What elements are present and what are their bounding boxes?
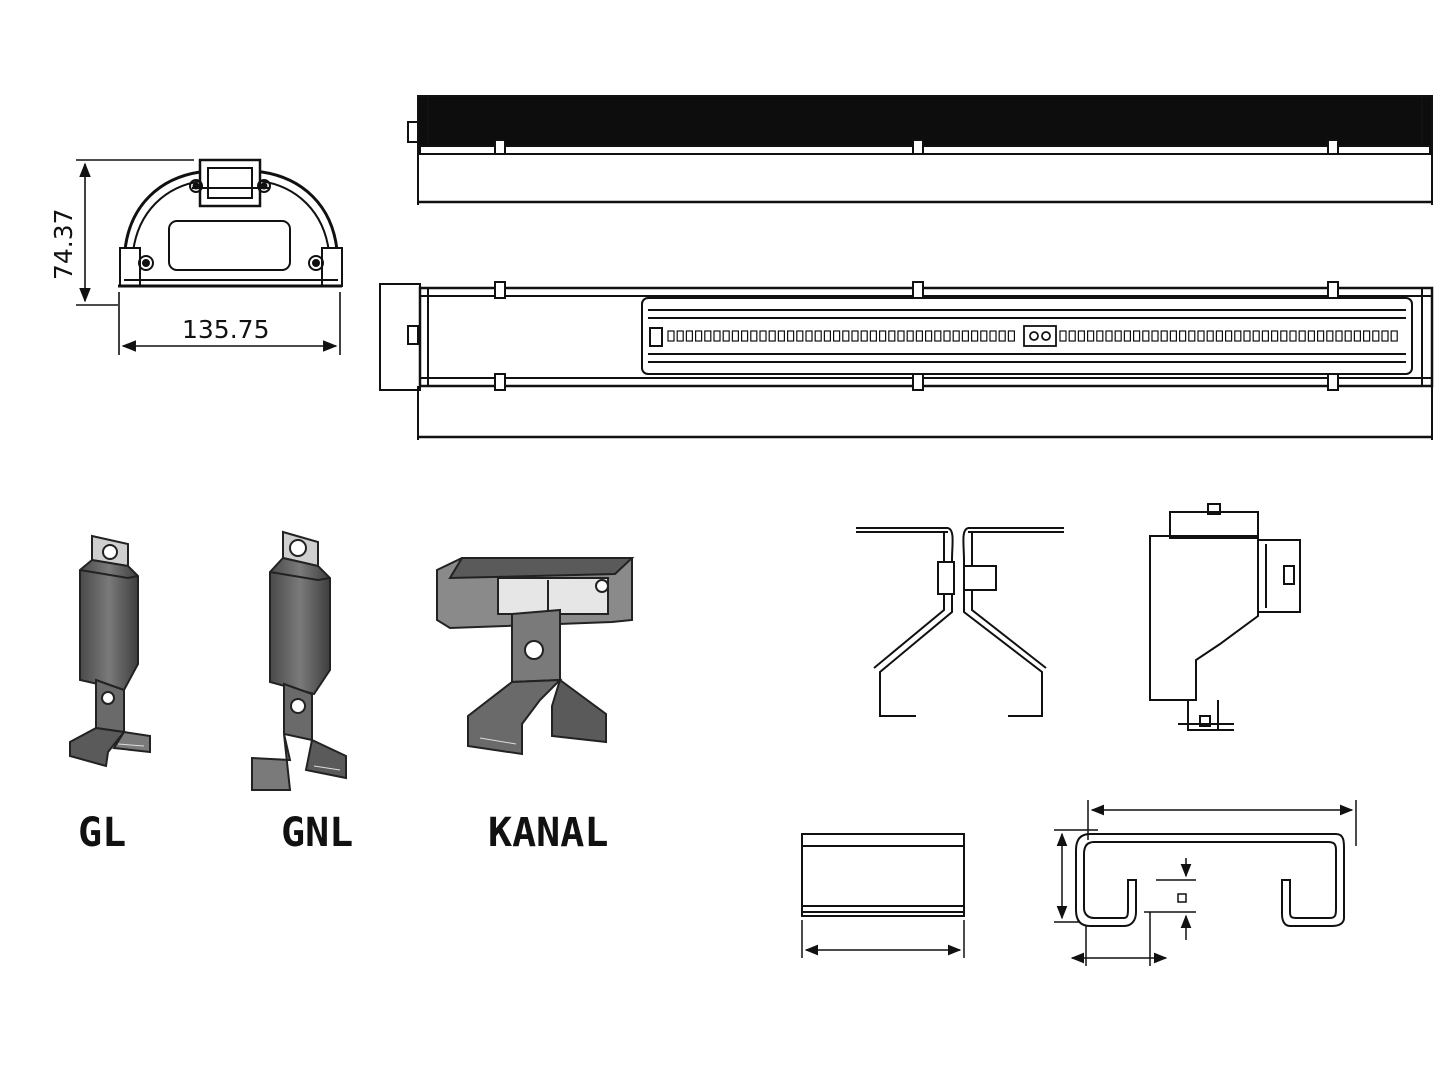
led-cell xyxy=(1114,330,1122,342)
led-cell xyxy=(1362,330,1371,342)
gl-mount-bracket xyxy=(69,534,151,768)
led-cell xyxy=(1234,330,1242,342)
led-cell xyxy=(731,330,740,342)
led-cell xyxy=(1335,330,1343,342)
led-cell xyxy=(750,330,758,342)
led-cell xyxy=(1289,330,1297,342)
led-cell xyxy=(1381,330,1389,342)
side-bracket-drawing xyxy=(1149,503,1301,731)
led-cell xyxy=(906,330,914,342)
led-cell xyxy=(796,330,804,342)
led-cell xyxy=(842,330,850,342)
led-cell xyxy=(713,330,721,342)
led-cell xyxy=(740,330,749,342)
led-cell xyxy=(1206,330,1214,342)
led-cell xyxy=(1123,330,1132,342)
wire-hanger-drawing xyxy=(856,527,1064,717)
led-cell xyxy=(1059,330,1067,342)
led-cell xyxy=(694,330,703,342)
led-cell xyxy=(970,330,979,342)
kanal-mount-bracket xyxy=(436,557,635,756)
led-cell xyxy=(805,330,813,342)
led-cell xyxy=(685,330,694,342)
led-cell xyxy=(1252,330,1260,342)
height-dimension-label: 74.37 xyxy=(49,208,78,280)
led-cell xyxy=(897,330,905,342)
led-cell xyxy=(1280,330,1288,342)
led-cell xyxy=(1344,330,1352,342)
led-cell xyxy=(704,330,712,342)
led-cell xyxy=(1132,330,1141,342)
led-cell xyxy=(878,330,887,342)
gl-mount-label: GL xyxy=(78,810,126,856)
led-cell xyxy=(1007,330,1016,342)
led-cell xyxy=(998,330,1006,342)
gnl-mount-label: GNL xyxy=(281,810,353,856)
led-cell xyxy=(1077,330,1086,342)
led-cell xyxy=(1160,330,1168,342)
underside-view-fixture xyxy=(379,281,1434,440)
width-dimension-label: 135.75 xyxy=(182,315,269,344)
led-connector xyxy=(1023,325,1057,347)
led-cell xyxy=(722,330,730,342)
led-cell xyxy=(1372,330,1380,342)
led-cell xyxy=(1215,330,1224,342)
flat-plate-drawing xyxy=(801,833,965,958)
led-cell xyxy=(961,330,970,342)
led-cell xyxy=(934,330,942,342)
led-cell xyxy=(1353,330,1362,342)
channel-profile-dimensions xyxy=(1054,800,1357,966)
led-cell xyxy=(888,330,896,342)
led-cell xyxy=(1316,330,1325,342)
led-cell xyxy=(1270,330,1279,342)
led-cell xyxy=(980,330,988,342)
led-cell xyxy=(676,330,684,342)
led-cell xyxy=(952,330,960,342)
kanal-mount-label: KANAL xyxy=(488,810,608,856)
led-cell xyxy=(915,330,924,342)
led-cell xyxy=(823,330,832,342)
led-cell xyxy=(860,330,868,342)
led-cell xyxy=(1326,330,1334,342)
led-cell xyxy=(1390,330,1398,342)
led-cell xyxy=(1151,330,1159,342)
led-cell xyxy=(667,330,675,342)
led-cell xyxy=(777,330,786,342)
led-strip xyxy=(667,330,1398,342)
dimension-lines xyxy=(76,159,341,355)
led-cell xyxy=(1307,330,1316,342)
led-cell xyxy=(869,330,878,342)
led-cell xyxy=(1068,330,1076,342)
end-profile-view xyxy=(118,158,343,288)
led-cell xyxy=(832,330,841,342)
led-cell xyxy=(1261,330,1270,342)
led-cell xyxy=(768,330,776,342)
side-view-fixture xyxy=(407,95,1433,205)
led-cell xyxy=(1188,330,1196,342)
led-cell xyxy=(989,330,997,342)
led-cell xyxy=(1142,330,1150,342)
led-cell xyxy=(814,330,822,342)
led-cell xyxy=(1096,330,1104,342)
led-cell xyxy=(1169,330,1178,342)
led-cell xyxy=(786,330,795,342)
led-cell xyxy=(1086,330,1095,342)
gnl-mount-bracket xyxy=(251,530,347,791)
led-cell xyxy=(759,330,767,342)
led-cell xyxy=(1178,330,1187,342)
led-cell xyxy=(1197,330,1205,342)
led-cell xyxy=(1298,330,1306,342)
led-cell xyxy=(1243,330,1251,342)
led-cell xyxy=(851,330,859,342)
led-cell xyxy=(943,330,951,342)
led-cell xyxy=(1224,330,1233,342)
led-cell xyxy=(924,330,933,342)
led-cell xyxy=(1105,330,1113,342)
channel-profile-drawing xyxy=(1075,833,1345,927)
